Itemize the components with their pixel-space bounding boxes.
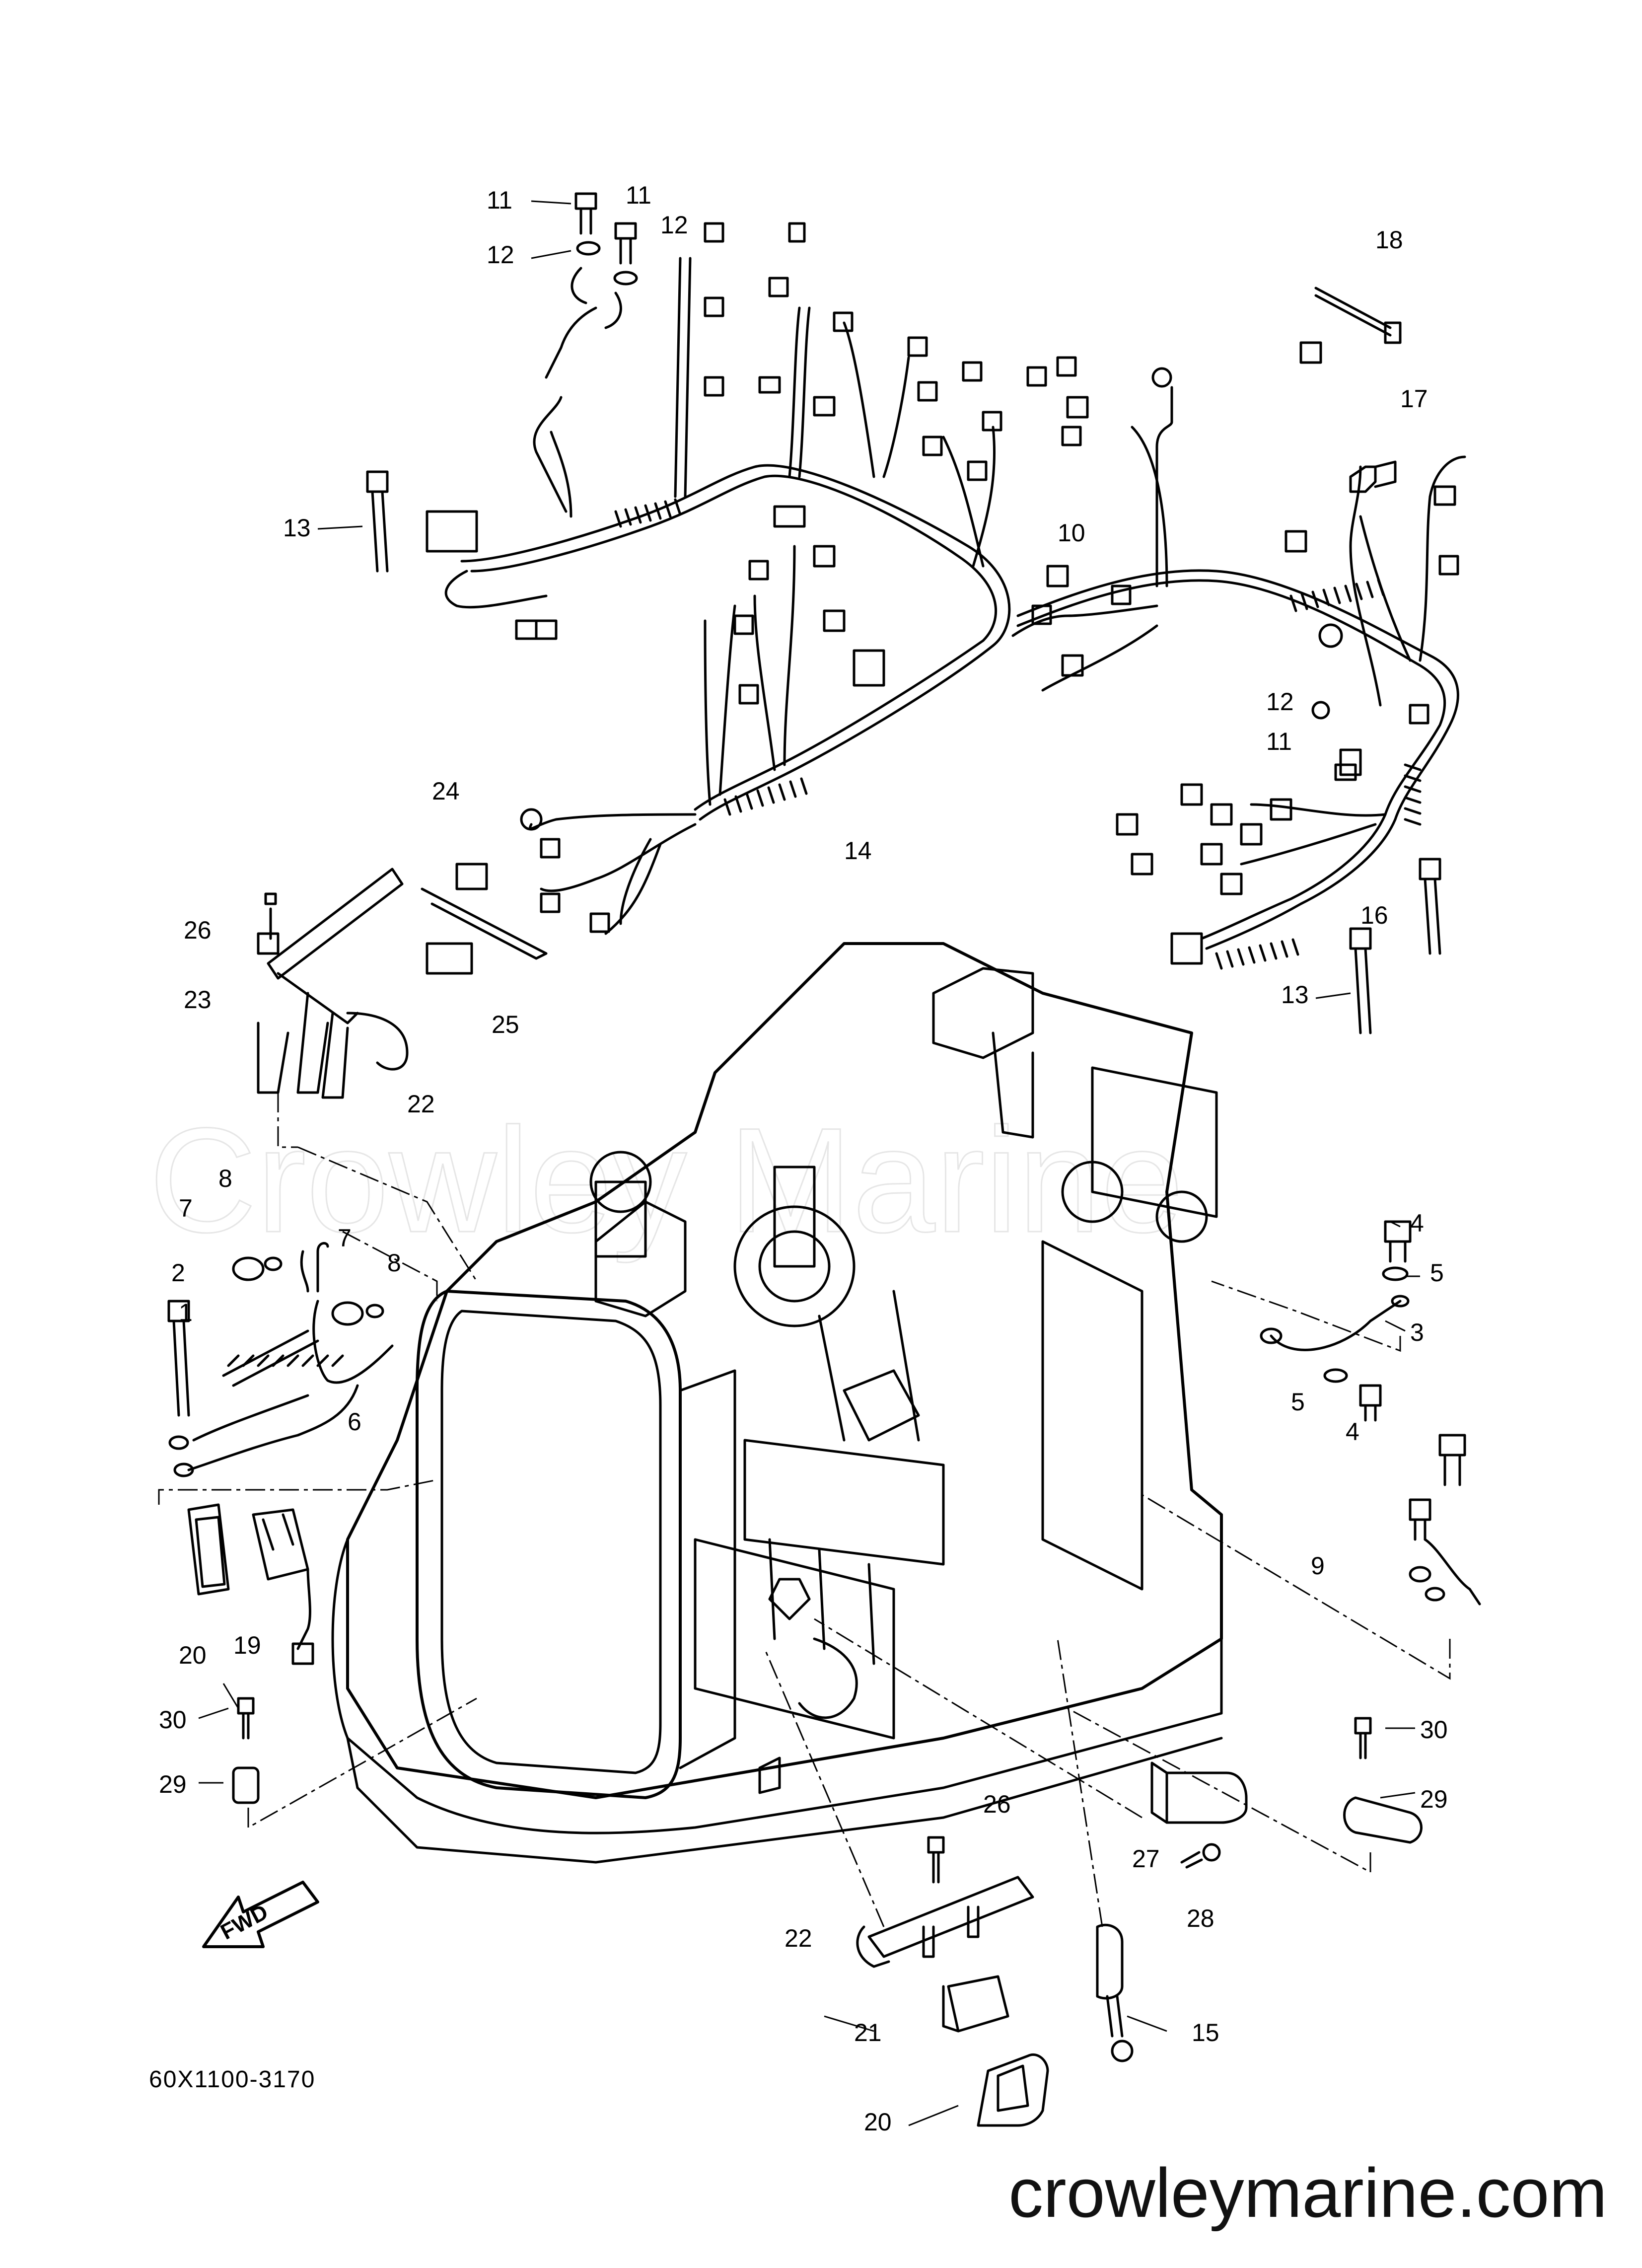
callout-12a: 12 [487, 241, 514, 269]
callout-13b: 13 [1281, 981, 1309, 1009]
callout-7a: 7 [179, 1194, 193, 1222]
callout-24: 24 [432, 777, 460, 805]
website-footer: crowleymarine.com [1008, 2154, 1607, 2232]
callout-20b: 20 [864, 2108, 892, 2136]
callout-8a: 8 [218, 1165, 232, 1192]
callout-5b: 5 [1291, 1388, 1305, 1416]
line-art [167, 192, 1481, 2127]
callout-28: 28 [1187, 1904, 1214, 1932]
callout-2: 2 [171, 1259, 185, 1287]
callout-4b: 4 [1346, 1418, 1359, 1446]
callout-23: 23 [184, 986, 212, 1014]
callout-22b: 22 [785, 1924, 812, 1952]
callout-16: 16 [1360, 901, 1388, 929]
callout-30a: 30 [159, 1706, 187, 1734]
callout-7b: 7 [338, 1224, 352, 1252]
callout-11b: 11 [626, 181, 651, 209]
callout-3: 3 [1410, 1318, 1424, 1346]
callout-5a: 5 [1430, 1259, 1444, 1287]
part-code: 60X1100-3170 [149, 2066, 316, 2093]
fwd-label: FWD [216, 1900, 272, 1944]
callout-20a: 20 [179, 1641, 207, 1669]
callout-15: 15 [1192, 2019, 1219, 2047]
callout-1: 1 [179, 1299, 193, 1326]
callout-22a: 22 [407, 1090, 435, 1118]
callout-21: 21 [854, 2019, 882, 2047]
callout-13a: 13 [283, 514, 311, 542]
callout-17: 17 [1400, 385, 1428, 413]
callout-19: 19 [233, 1631, 261, 1659]
callout-12b: 12 [660, 211, 688, 239]
callout-4a: 4 [1410, 1209, 1424, 1237]
callout-25: 25 [492, 1011, 519, 1038]
callouts: 1 2 3 4 4 5 5 6 7 7 8 8 9 10 11 11 11 12… [159, 181, 1448, 2136]
callout-27: 27 [1132, 1845, 1160, 1873]
callout-6: 6 [348, 1408, 361, 1436]
callout-12c: 12 [1266, 688, 1294, 716]
callout-30b: 30 [1420, 1716, 1448, 1744]
callout-10: 10 [1058, 519, 1085, 547]
leader-lines [158, 1093, 1451, 1927]
callout-11a: 11 [487, 186, 512, 214]
callout-29a: 29 [159, 1770, 187, 1798]
callout-11c: 11 [1266, 728, 1292, 755]
callout-18: 18 [1375, 226, 1403, 254]
callout-ticks [198, 200, 1420, 2126]
callout-9: 9 [1311, 1552, 1325, 1580]
watermark-text: Crowley Marine [149, 1097, 1184, 1264]
callout-14: 14 [844, 837, 872, 865]
callout-8b: 8 [387, 1249, 401, 1277]
callout-26a: 26 [184, 916, 212, 944]
callout-29b: 29 [1420, 1785, 1448, 1813]
callout-26b: 26 [983, 1790, 1011, 1818]
